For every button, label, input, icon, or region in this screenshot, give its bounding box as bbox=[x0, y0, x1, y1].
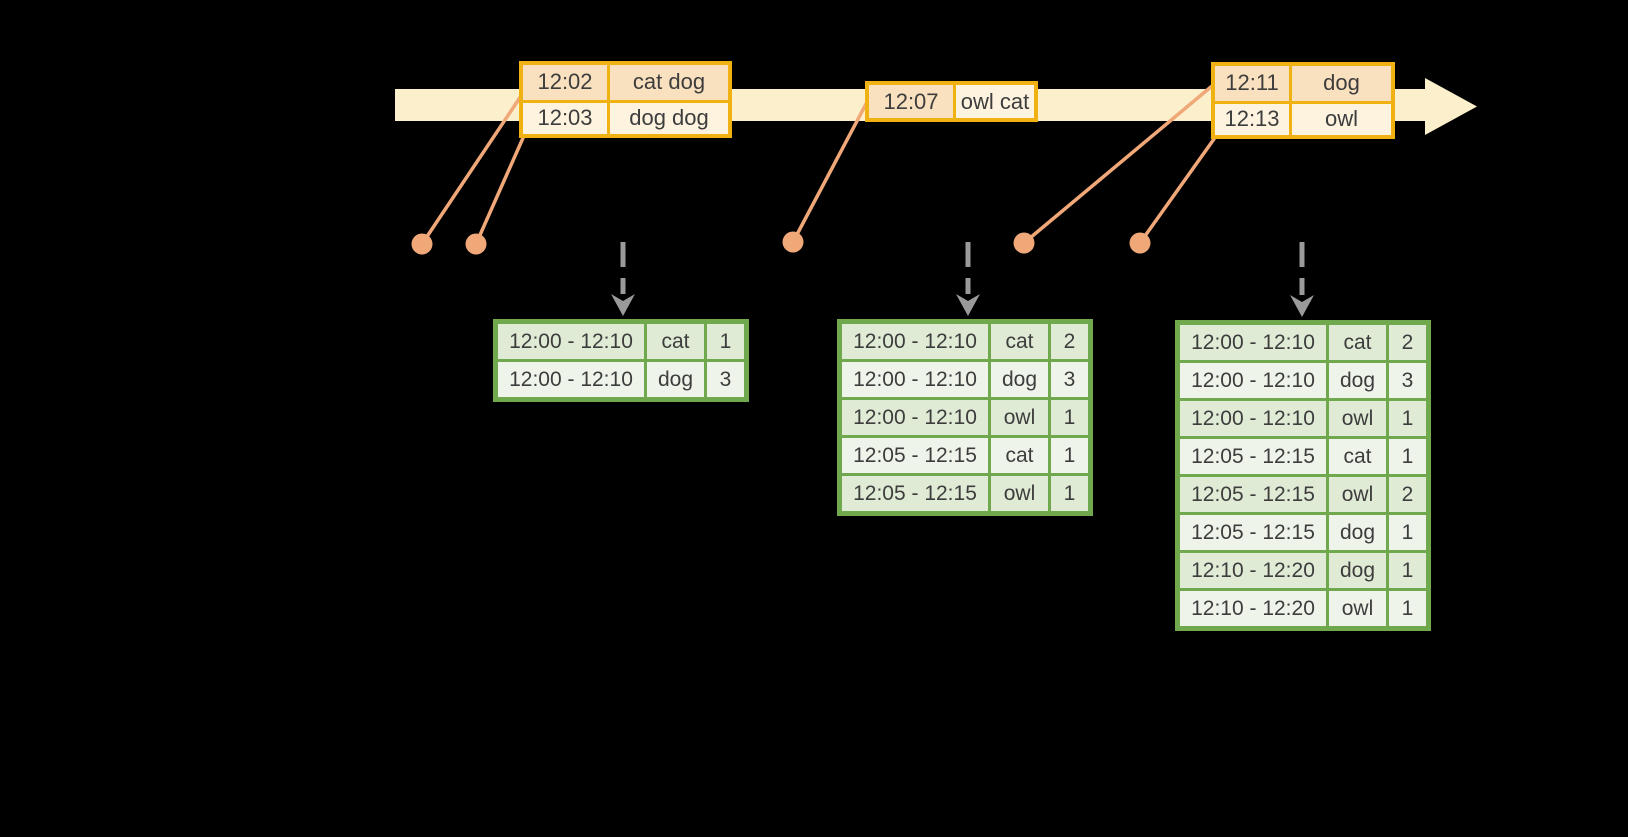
window-cell: 12:05 - 12:15 bbox=[1180, 477, 1326, 512]
event-pointer-line bbox=[1138, 137, 1216, 245]
table-row: 12:00 - 12:10 owl 1 bbox=[842, 397, 1088, 435]
table-row: 12:00 - 12:10 cat 1 bbox=[498, 324, 744, 359]
event-words-cell: cat dog bbox=[607, 65, 728, 100]
event-dot bbox=[1013, 232, 1035, 254]
event-pointer-line bbox=[474, 136, 525, 246]
count-cell: 1 bbox=[1386, 591, 1426, 626]
trigger-arrow bbox=[956, 242, 980, 316]
count-cell: 1 bbox=[1386, 439, 1426, 474]
table-row: 12:05 - 12:15 cat 1 bbox=[1180, 436, 1426, 474]
event-time-cell: 12:13 bbox=[1215, 103, 1289, 135]
count-cell: 1 bbox=[1386, 401, 1426, 436]
table-row: 12:00 - 12:10 dog 3 bbox=[1180, 360, 1426, 398]
event-box-1: 12:02 cat dog 12:03 dog dog bbox=[519, 61, 732, 138]
table-row: 12:00 - 12:10 dog 3 bbox=[498, 359, 744, 397]
event-record-row: 12:13 owl bbox=[1215, 100, 1391, 135]
arrow-down-icon bbox=[611, 294, 635, 316]
event-record-row: 12:07 owl cat bbox=[869, 85, 1034, 118]
count-cell: 2 bbox=[1048, 324, 1088, 359]
word-cell: cat bbox=[1326, 439, 1386, 474]
count-cell: 1 bbox=[704, 324, 744, 359]
window-cell: 12:00 - 12:10 bbox=[842, 324, 988, 359]
event-box-3: 12:11 dog 12:13 owl bbox=[1211, 62, 1395, 139]
word-cell: owl bbox=[1326, 477, 1386, 512]
table-row: 12:05 - 12:15 cat 1 bbox=[842, 435, 1088, 473]
event-pointer-line bbox=[791, 102, 868, 244]
word-cell: dog bbox=[1326, 553, 1386, 588]
event-record-row: 12:11 dog bbox=[1215, 66, 1391, 101]
window-cell: 12:05 - 12:15 bbox=[1180, 439, 1326, 474]
event-pointer-line bbox=[420, 94, 523, 246]
event-time-cell: 12:03 bbox=[523, 102, 607, 134]
table-row: 12:00 - 12:10 dog 3 bbox=[842, 359, 1088, 397]
window-cell: 12:00 - 12:10 bbox=[1180, 363, 1326, 398]
word-cell: dog bbox=[644, 362, 704, 397]
word-cell: owl bbox=[1326, 401, 1386, 436]
count-cell: 2 bbox=[1386, 325, 1426, 360]
window-cell: 12:05 - 12:15 bbox=[1180, 515, 1326, 550]
count-cell: 3 bbox=[1048, 362, 1088, 397]
table-row: 12:05 - 12:15 owl 1 bbox=[842, 473, 1088, 511]
result-table-2: 12:00 - 12:10 cat 2 12:00 - 12:10 dog 3 … bbox=[837, 319, 1093, 516]
count-cell: 1 bbox=[1048, 400, 1088, 435]
window-cell: 12:10 - 12:20 bbox=[1180, 591, 1326, 626]
result-table-1: 12:00 - 12:10 cat 1 12:00 - 12:10 dog 3 bbox=[493, 319, 749, 402]
event-dot bbox=[465, 233, 487, 255]
count-cell: 1 bbox=[1386, 553, 1426, 588]
window-cell: 12:05 - 12:15 bbox=[842, 438, 988, 473]
word-cell: cat bbox=[988, 324, 1048, 359]
count-cell: 3 bbox=[1386, 363, 1426, 398]
arrow-down-icon bbox=[1290, 295, 1314, 317]
window-cell: 12:00 - 12:10 bbox=[1180, 325, 1326, 360]
table-row: 12:00 - 12:10 cat 2 bbox=[842, 324, 1088, 359]
count-cell: 2 bbox=[1386, 477, 1426, 512]
event-dot bbox=[782, 231, 804, 253]
word-cell: dog bbox=[988, 362, 1048, 397]
count-cell: 1 bbox=[1048, 438, 1088, 473]
event-words-cell: owl bbox=[1289, 103, 1391, 135]
trigger-arrow bbox=[1290, 242, 1314, 317]
word-cell: cat bbox=[988, 438, 1048, 473]
table-row: 12:10 - 12:20 owl 1 bbox=[1180, 588, 1426, 626]
table-row: 12:05 - 12:15 owl 2 bbox=[1180, 474, 1426, 512]
event-box-2: 12:07 owl cat bbox=[865, 81, 1038, 122]
word-cell: owl bbox=[988, 476, 1048, 511]
trigger-arrow bbox=[611, 242, 635, 316]
table-row: 12:00 - 12:10 owl 1 bbox=[1180, 398, 1426, 436]
word-cell: cat bbox=[1326, 325, 1386, 360]
event-dot bbox=[411, 233, 433, 255]
window-cell: 12:00 - 12:10 bbox=[842, 400, 988, 435]
word-cell: owl bbox=[988, 400, 1048, 435]
arrow-down-icon bbox=[956, 294, 980, 316]
result-table-3: 12:00 - 12:10 cat 2 12:00 - 12:10 dog 3 … bbox=[1175, 320, 1431, 631]
count-cell: 1 bbox=[1386, 515, 1426, 550]
event-record-row: 12:02 cat dog bbox=[523, 65, 728, 100]
window-cell: 12:10 - 12:20 bbox=[1180, 553, 1326, 588]
word-cell: dog bbox=[1326, 515, 1386, 550]
event-words-cell: dog dog bbox=[607, 102, 728, 134]
timeline-arrowhead-icon bbox=[1425, 78, 1477, 135]
window-cell: 12:00 - 12:10 bbox=[842, 362, 988, 397]
table-row: 12:05 - 12:15 dog 1 bbox=[1180, 512, 1426, 550]
event-time-cell: 12:07 bbox=[869, 85, 953, 118]
event-record-row: 12:03 dog dog bbox=[523, 99, 728, 134]
word-cell: dog bbox=[1326, 363, 1386, 398]
word-cell: owl bbox=[1326, 591, 1386, 626]
event-dot bbox=[1129, 232, 1151, 254]
window-cell: 12:00 - 12:10 bbox=[498, 324, 644, 359]
event-words-cell: dog bbox=[1289, 66, 1391, 101]
event-time-cell: 12:02 bbox=[523, 65, 607, 100]
count-cell: 1 bbox=[1048, 476, 1088, 511]
count-cell: 3 bbox=[704, 362, 744, 397]
word-cell: cat bbox=[644, 324, 704, 359]
event-words-cell: owl cat bbox=[953, 85, 1034, 118]
table-row: 12:00 - 12:10 cat 2 bbox=[1180, 325, 1426, 360]
window-cell: 12:00 - 12:10 bbox=[498, 362, 644, 397]
window-cell: 12:05 - 12:15 bbox=[842, 476, 988, 511]
event-pointer-line bbox=[1022, 84, 1214, 245]
event-time-cell: 12:11 bbox=[1215, 66, 1289, 101]
window-cell: 12:00 - 12:10 bbox=[1180, 401, 1326, 436]
table-row: 12:10 - 12:20 dog 1 bbox=[1180, 550, 1426, 588]
